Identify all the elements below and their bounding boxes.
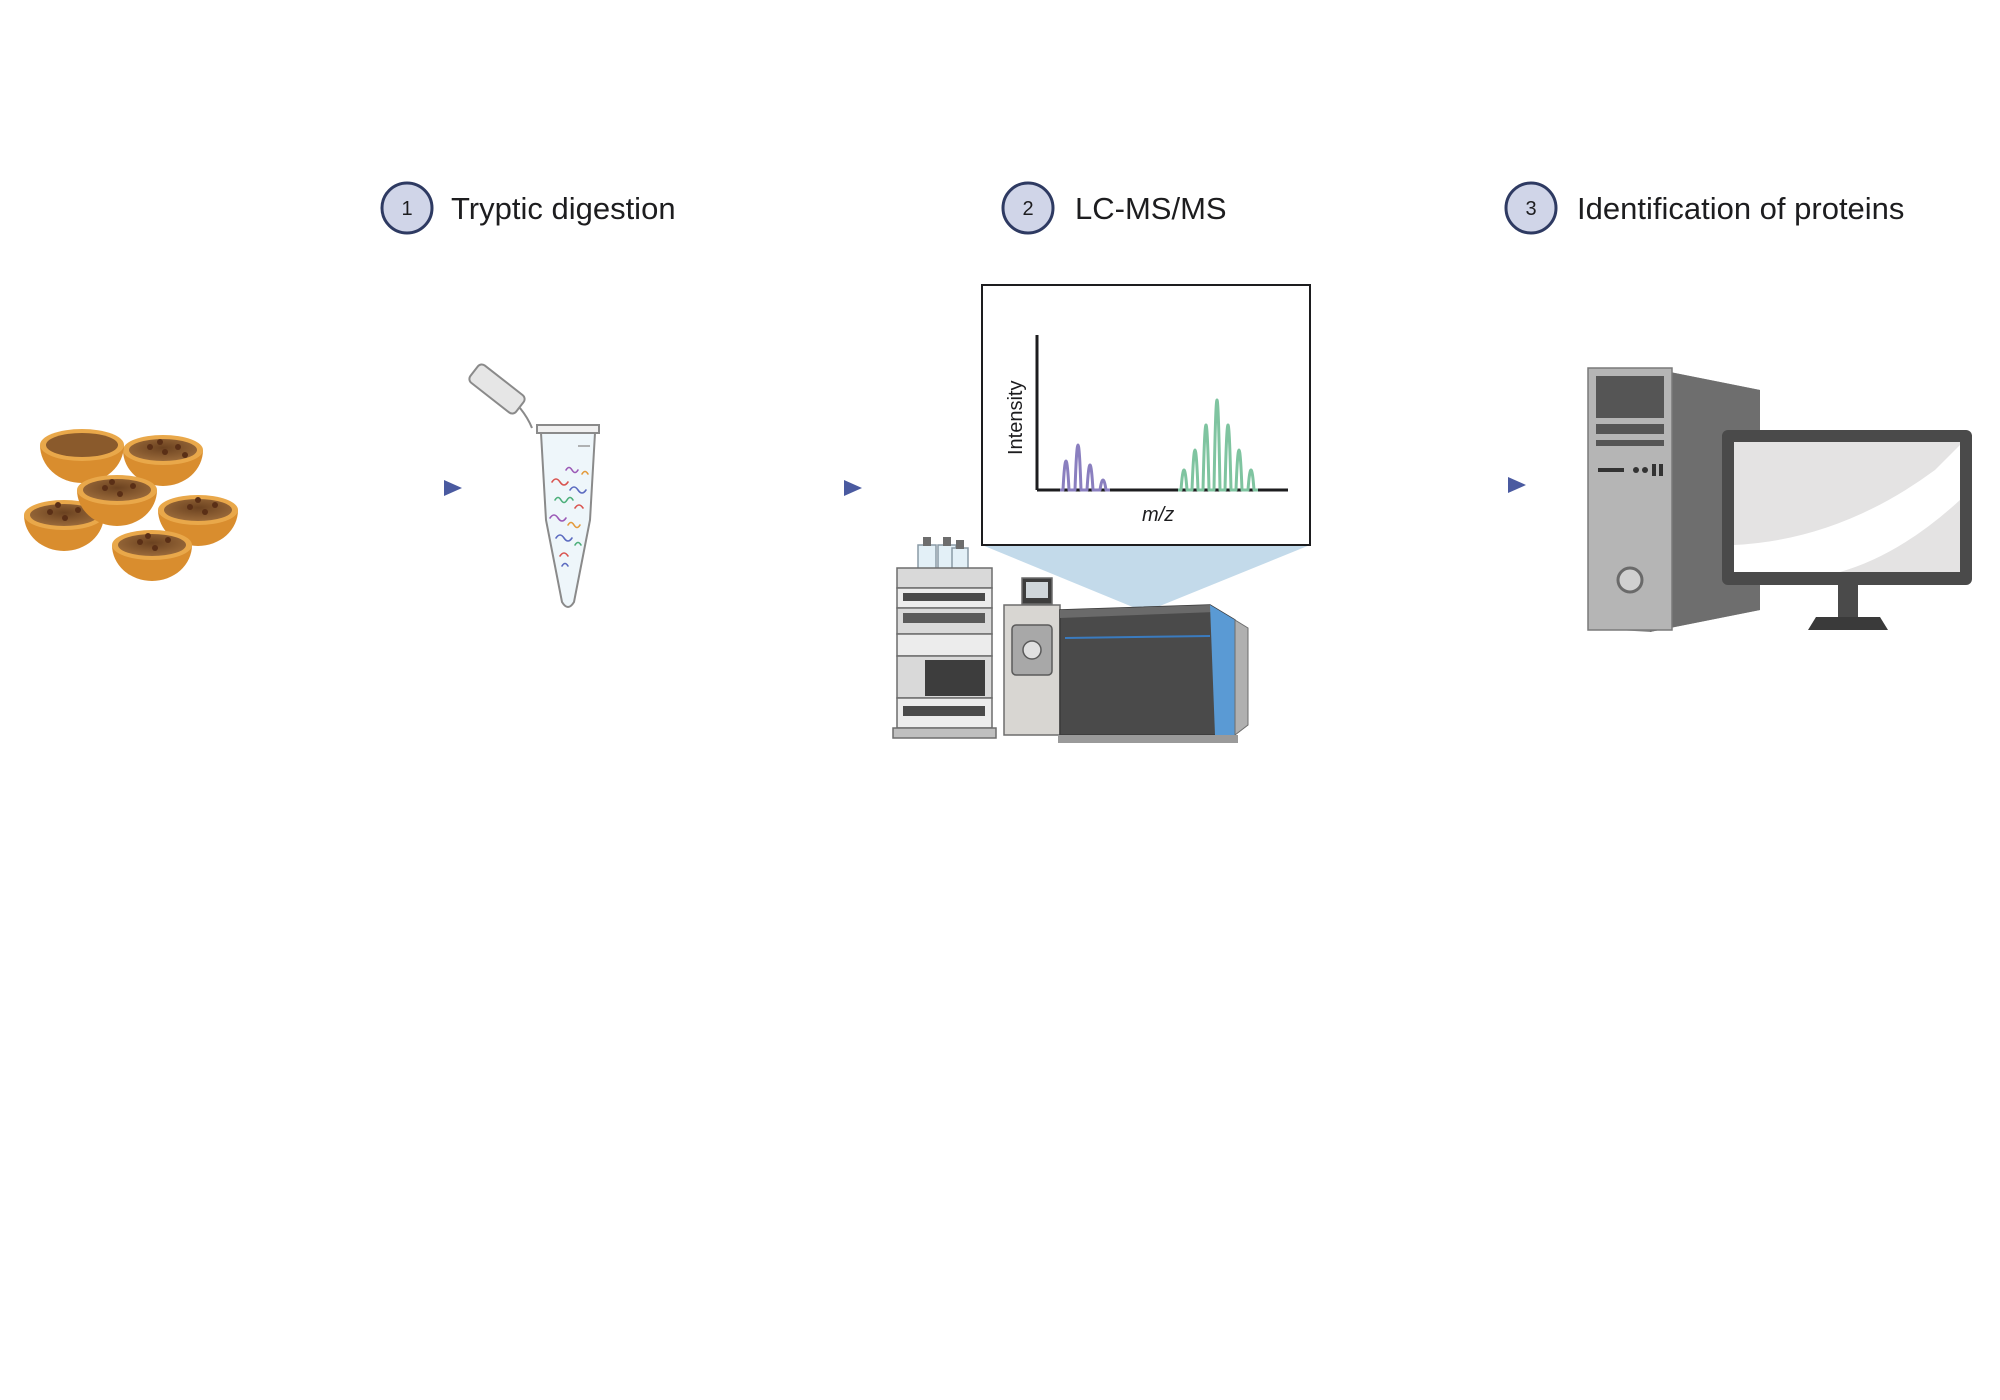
step-number: 2 [1022, 198, 1033, 220]
step-number-badge [1001, 181, 1055, 235]
step-title: LC-MS/MS [1075, 191, 1227, 226]
step-number-badge [1504, 181, 1558, 235]
step-number-badge [380, 181, 434, 235]
microcentrifuge-tube-icon [468, 363, 600, 608]
projection-cone [982, 545, 1310, 612]
step-title: Identification of proteins [1577, 191, 1904, 226]
step-header-2: 2 LC-MS/MS [1001, 181, 1227, 235]
lc-stack [892, 567, 997, 739]
x-axis-label: m/z [1142, 504, 1174, 526]
y-axis-label: Intensity [1005, 381, 1027, 455]
step-number: 3 [1525, 198, 1536, 220]
ion-source-module [1003, 577, 1061, 736]
solvent-bottles [917, 537, 969, 571]
computer-monitor [1722, 430, 1972, 630]
step-header-1: 1 Tryptic digestion [380, 181, 676, 235]
arrow-3 [1358, 477, 1526, 493]
step-title: Tryptic digestion [451, 191, 676, 226]
peak-group-1 [1060, 443, 1110, 492]
step-header-3: 3 Identification of proteins [1504, 181, 1904, 235]
mass-spectrum-inset: Intensity m/z [981, 284, 1311, 612]
step-number: 1 [401, 198, 412, 220]
seed-shells-icon [24, 429, 238, 581]
mass-spectrometer-body [1058, 604, 1249, 743]
peak-group-2 [1178, 398, 1258, 492]
arrow-1 [292, 480, 462, 496]
desktop-computer-icon [1587, 367, 1972, 632]
lc-ms-instrument-icon [892, 537, 1249, 743]
arrow-2 [692, 480, 862, 496]
